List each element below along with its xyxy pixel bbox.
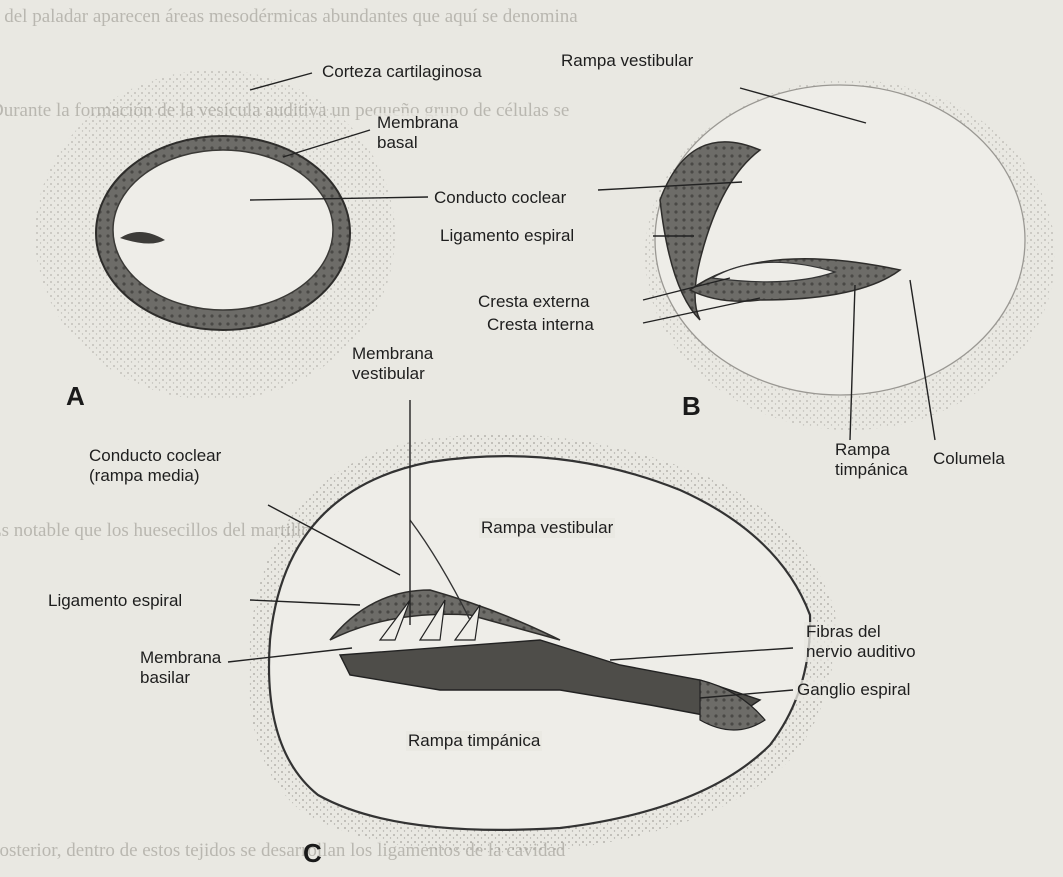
panel-letter-b: B bbox=[682, 391, 701, 422]
label-membrana-vestibular: Membrana vestibular bbox=[350, 344, 435, 384]
label-rampa-timpanica-c: Rampa timpánica bbox=[406, 731, 542, 751]
label-conducto-coclear-a: Conducto coclear bbox=[432, 188, 568, 208]
label-ligamento-espiral-b: Ligamento espiral bbox=[438, 226, 576, 246]
label-cresta-interna: Cresta interna bbox=[485, 315, 596, 335]
label-fibras-nervio-auditivo: Fibras del nervio auditivo bbox=[804, 622, 918, 662]
label-membrana-basal: Membrana basal bbox=[375, 113, 460, 153]
panel-letter-c: C bbox=[303, 838, 322, 869]
label-cresta-externa: Cresta externa bbox=[476, 292, 592, 312]
label-rampa-timpanica-b: Rampa timpánica bbox=[833, 440, 910, 480]
label-corteza-cartilaginosa: Corteza cartilaginosa bbox=[320, 62, 484, 82]
panel-c-drawing bbox=[228, 400, 835, 852]
panel-letter-a: A bbox=[66, 381, 85, 412]
panel-b-capsule bbox=[655, 85, 1025, 395]
label-ligamento-espiral-c: Ligamento espiral bbox=[46, 591, 184, 611]
panel-b-drawing bbox=[598, 80, 1055, 440]
label-ganglio-espiral: Ganglio espiral bbox=[795, 680, 912, 700]
label-rampa-vestibular-c: Rampa vestibular bbox=[479, 518, 615, 538]
label-columela: Columela bbox=[931, 449, 1007, 469]
label-conducto-coclear-c: Conducto coclear (rampa media) bbox=[87, 446, 223, 486]
label-rampa-vestibular-b: Rampa vestibular bbox=[559, 51, 695, 71]
label-membrana-basilar: Membrana basilar bbox=[138, 648, 223, 688]
panel-a-lumen bbox=[113, 150, 333, 310]
